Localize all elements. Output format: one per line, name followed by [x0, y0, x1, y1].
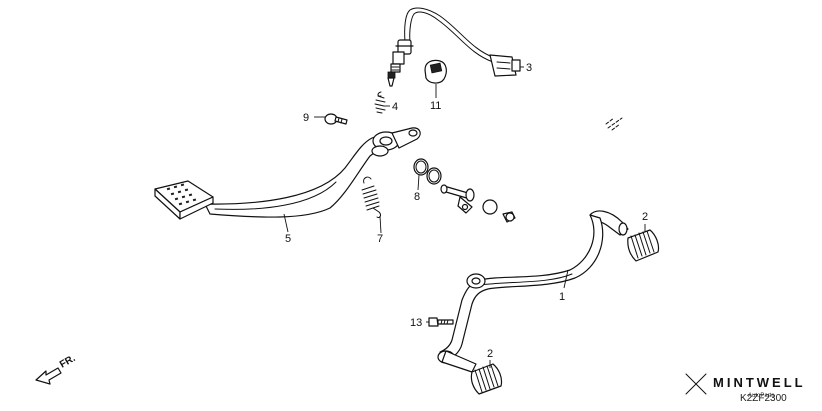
mintwell-logo-icon [685, 373, 707, 395]
watermark-sub: AutoParts [748, 393, 774, 399]
callout-13: 13 [410, 317, 422, 329]
small-bolt [502, 211, 516, 223]
callout-2-upper: 2 [642, 211, 648, 223]
pedal-bolt [428, 317, 454, 327]
watermark-brand: MINTWELL [713, 375, 806, 390]
callout-7: 7 [377, 233, 383, 245]
gearshift-pedal [437, 210, 629, 373]
diagram-code: K2ZF2300 [740, 393, 787, 404]
callout-2-lower: 2 [487, 348, 493, 360]
callout-labels: 1 2 2 3 4 5 7 8 9 11 13 [285, 62, 648, 360]
rubber-upper [627, 229, 660, 262]
pivot-shaft [440, 184, 475, 214]
direction-label: FR. [58, 353, 78, 371]
callout-1: 1 [559, 291, 565, 303]
callout-5: 5 [285, 233, 291, 245]
callout-4: 4 [392, 101, 398, 113]
leader-lines [283, 66, 646, 368]
mintwell-watermark: MINTWELL AutoParts [685, 373, 806, 399]
return-spring [361, 176, 381, 218]
switch-spring [374, 91, 386, 114]
callout-11: 11 [430, 100, 441, 112]
rubber-lower [470, 363, 503, 395]
brake-switch [387, 7, 521, 87]
callout-8: 8 [414, 191, 420, 203]
callout-9: 9 [303, 112, 309, 124]
brake-pedal [154, 127, 421, 220]
callout-3: 3 [526, 62, 532, 74]
pivot-bolt [324, 113, 348, 125]
frame-reference-mark [605, 117, 623, 131]
front-direction-arrow: FR. [35, 353, 78, 385]
o-rings [413, 158, 442, 185]
clip [424, 59, 447, 84]
washer [482, 199, 498, 215]
